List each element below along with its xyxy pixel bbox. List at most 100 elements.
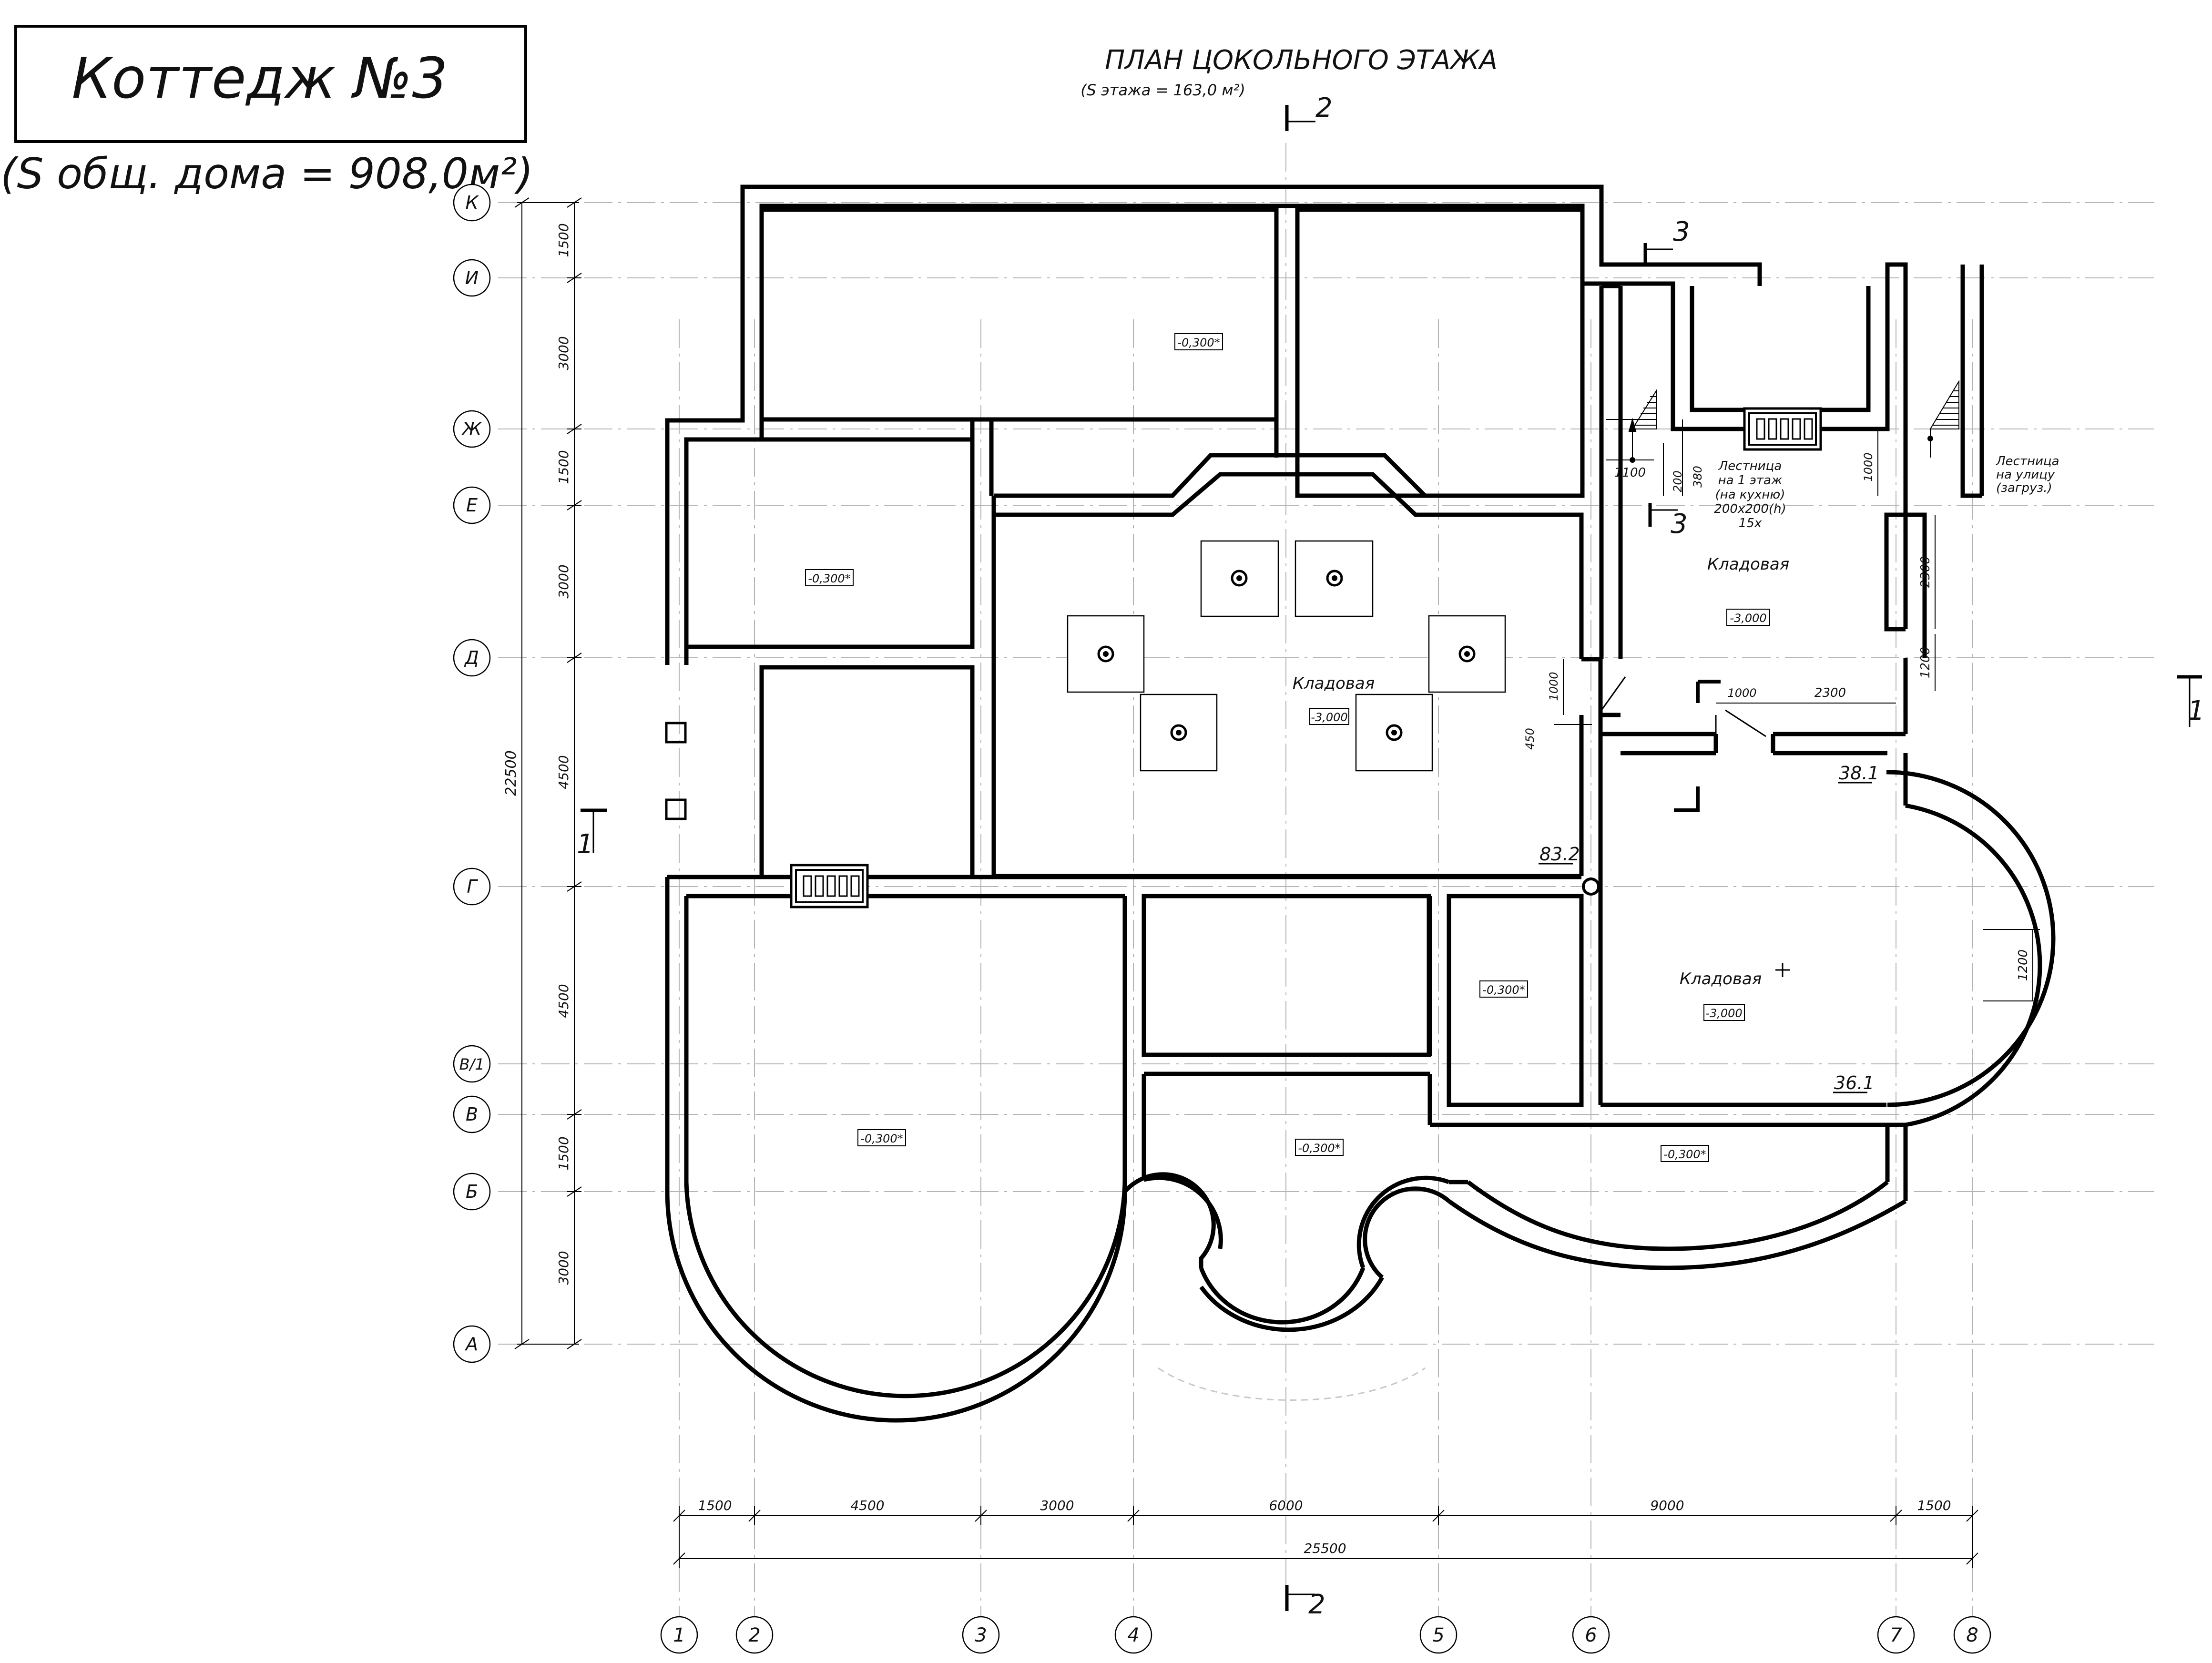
level-round-room: -0,300* bbox=[860, 1132, 903, 1145]
row-axis-b: Б bbox=[453, 1173, 491, 1211]
svg-text:Лестница: Лестница bbox=[1718, 459, 1782, 473]
svg-text:(на кухню): (на кухню) bbox=[1715, 488, 1785, 502]
svg-text:380: 380 bbox=[1691, 466, 1704, 488]
column-axis-6: 6 bbox=[1572, 1616, 1610, 1654]
svg-text:200: 200 bbox=[1671, 470, 1684, 492]
stair-note-kitchen: Лестница на 1 этаж (на кухню) 200х200(h)… bbox=[1714, 459, 1786, 531]
bay-south-3 bbox=[1467, 1180, 1889, 1251]
room-west-upper bbox=[684, 437, 975, 649]
column-axis-5: 5 bbox=[1419, 1616, 1458, 1654]
svg-text:Д: Д bbox=[464, 647, 479, 668]
section-3-bottom: 3 bbox=[1671, 509, 1688, 540]
svg-text:на 1 этаж: на 1 этаж bbox=[1718, 473, 1783, 488]
room-south-crawl bbox=[1447, 894, 1584, 1107]
section-2-top: 2 bbox=[1315, 92, 1333, 123]
walls bbox=[665, 184, 2056, 1423]
room-name-storage-main: Кладовая bbox=[1293, 674, 1375, 693]
svg-text:200х200(h): 200х200(h) bbox=[1714, 502, 1786, 516]
elevation-83-2: 83.2 bbox=[1539, 844, 1580, 865]
section-1-right: 1 bbox=[2188, 695, 2205, 726]
row-axis-g: Г bbox=[453, 867, 491, 906]
svg-text:1200: 1200 bbox=[2016, 949, 2030, 981]
title-frame bbox=[14, 25, 527, 143]
row-axis-k: К bbox=[453, 184, 491, 222]
bottom-total-dimension: 25500 bbox=[1304, 1541, 1346, 1556]
room-north-right bbox=[1295, 207, 1585, 498]
room-name-storage-se: Кладовая bbox=[1680, 969, 1762, 989]
row-axis-v1: В/1 bbox=[453, 1045, 491, 1083]
row-axis-markers: К И Ж Е Д Г В/1 В Б А bbox=[453, 184, 491, 1363]
stair-note-street: Лестница на улицу (загруз.) bbox=[1996, 454, 2059, 495]
outer-wall-north bbox=[665, 184, 1762, 665]
storage-se-bay bbox=[1886, 770, 2056, 1107]
svg-text:3000: 3000 bbox=[556, 336, 571, 370]
doors bbox=[1600, 676, 1766, 812]
row-axis-zh: Ж bbox=[453, 410, 491, 448]
svg-text:Е: Е bbox=[466, 495, 478, 516]
row-axis-a: А bbox=[453, 1325, 491, 1363]
svg-text:6000: 6000 bbox=[1269, 1498, 1303, 1513]
column-axis-2: 2 bbox=[735, 1616, 774, 1654]
level-room-crawl: -0,300* bbox=[1482, 983, 1525, 997]
svg-text:Б: Б bbox=[466, 1181, 478, 1202]
elevation-marks: 83.2 38.1 36.1 bbox=[1539, 763, 1879, 1093]
elevation-36-1: 36.1 bbox=[1834, 1072, 1875, 1093]
svg-text:6: 6 bbox=[1585, 1624, 1597, 1646]
round-room-sw bbox=[665, 1191, 1127, 1423]
svg-text:4500: 4500 bbox=[850, 1498, 884, 1513]
svg-text:В: В bbox=[466, 1104, 478, 1125]
level-room-west: -0,300* bbox=[808, 572, 850, 585]
svg-text:7: 7 bbox=[1890, 1624, 1902, 1646]
left-dimension-values: 1500 3000 1500 3000 4500 4500 1500 3000 … bbox=[503, 223, 571, 1285]
svg-text:2300: 2300 bbox=[1918, 556, 1933, 588]
column-axis-7: 7 bbox=[1877, 1616, 1915, 1654]
svg-text:2300: 2300 bbox=[1814, 686, 1846, 700]
svg-text:Г: Г bbox=[467, 876, 478, 897]
storage-hall-wall bbox=[994, 472, 1584, 659]
section-markers bbox=[581, 105, 2202, 1611]
floor-area: (S этажа = 163,0 м²) bbox=[1081, 81, 1245, 99]
svg-text:15х: 15х bbox=[1739, 516, 1762, 531]
svg-text:450: 450 bbox=[1523, 728, 1537, 750]
svg-text:3000: 3000 bbox=[556, 564, 571, 598]
svg-text:1200: 1200 bbox=[1918, 647, 1933, 678]
project-title: Коттедж №3 bbox=[71, 45, 448, 111]
svg-text:(загруз.): (загруз.) bbox=[1996, 481, 2052, 495]
svg-text:1: 1 bbox=[673, 1624, 685, 1646]
room-level-storage-se: -3,000 bbox=[1705, 1007, 1742, 1020]
total-area: (S общ. дома = 908,0м²) bbox=[0, 149, 533, 198]
elevation-38-1: 38.1 bbox=[1839, 763, 1879, 784]
room-level-storage-ne: -3,000 bbox=[1730, 612, 1766, 625]
stair-street bbox=[1927, 379, 1959, 458]
svg-text:1500: 1500 bbox=[556, 223, 571, 257]
left-total-dimension: 22500 bbox=[503, 750, 520, 796]
svg-text:9000: 9000 bbox=[1650, 1498, 1684, 1513]
svg-text:1500: 1500 bbox=[556, 1136, 571, 1170]
svg-text:4500: 4500 bbox=[556, 755, 571, 789]
column-node bbox=[1582, 877, 1600, 896]
svg-text:Ж: Ж bbox=[461, 418, 483, 439]
row-axis-v: В bbox=[453, 1095, 491, 1133]
column-axis-3: 3 bbox=[962, 1616, 1000, 1654]
svg-text:1500: 1500 bbox=[698, 1498, 732, 1513]
svg-text:1500: 1500 bbox=[556, 450, 571, 484]
svg-text:3: 3 bbox=[975, 1624, 987, 1646]
svg-text:8: 8 bbox=[1966, 1624, 1978, 1646]
level-bay-south: -0,300* bbox=[1298, 1142, 1340, 1155]
column-axis-8: 8 bbox=[1953, 1616, 1991, 1654]
post-2 bbox=[665, 798, 687, 820]
porch-outline bbox=[1158, 1367, 1426, 1401]
room-north-left bbox=[759, 207, 1279, 422]
svg-text:В/1: В/1 bbox=[459, 1055, 484, 1073]
local-dimension-values: 1100 200 380 1000 2300 1200 1000 2300 10… bbox=[1523, 452, 2030, 981]
room-name-storage-ne: Кладовая bbox=[1707, 555, 1789, 574]
svg-text:5: 5 bbox=[1432, 1624, 1444, 1646]
svg-text:1000: 1000 bbox=[1862, 452, 1875, 481]
vent-grille-west bbox=[790, 864, 869, 908]
row-axis-e: Е bbox=[453, 486, 491, 524]
svg-text:на улицу: на улицу bbox=[1996, 468, 2055, 482]
section-1-left: 1 bbox=[577, 829, 594, 860]
left-dimension-chain bbox=[514, 197, 582, 1349]
bay-south-2 bbox=[1199, 1267, 1366, 1325]
